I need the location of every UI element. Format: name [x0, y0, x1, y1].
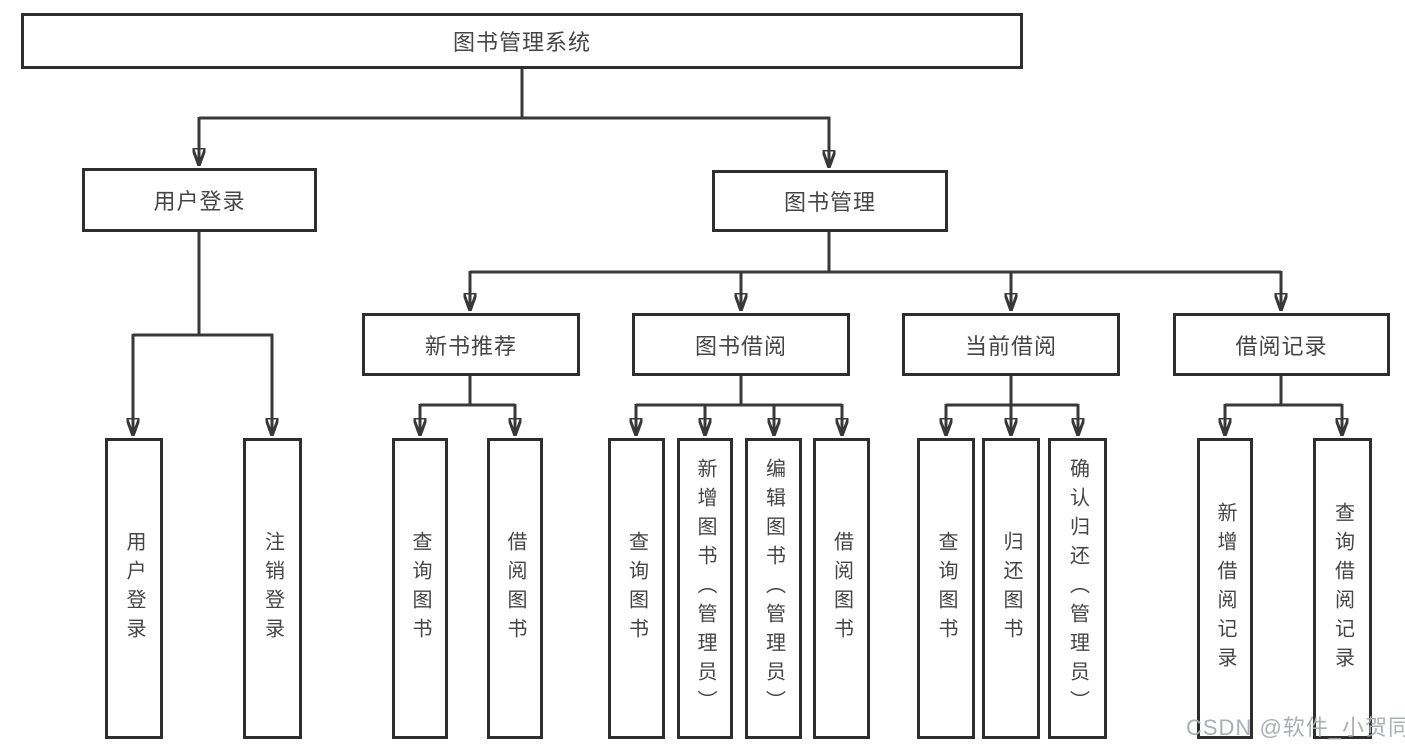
leaf-current-query-books: 查询图书	[917, 438, 975, 739]
connector-group	[133, 69, 1342, 433]
leaf-logout: 注销登录	[243, 438, 302, 739]
leaf-records-query-record: 查询借阅记录	[1313, 438, 1372, 739]
leaf-current-return-books: 归还图书	[982, 438, 1040, 739]
leaf-borrow-borrow-books: 借阅图书	[813, 438, 870, 739]
leaf-borrow-add-books-admin: 新增图书（管理员）	[677, 438, 733, 739]
node-user-login: 用户登录	[82, 168, 317, 232]
node-book-borrow: 图书借阅	[632, 313, 850, 376]
leaf-records-add-record: 新增借阅记录	[1197, 438, 1253, 739]
leaf-borrow-edit-books-admin: 编辑图书（管理员）	[745, 438, 802, 739]
leaf-borrow-query-books: 查询图书	[608, 438, 665, 739]
node-root: 图书管理系统	[21, 13, 1023, 69]
leaf-recommend-borrow-books: 借阅图书	[487, 438, 543, 739]
node-current-borrow: 当前借阅	[902, 313, 1120, 376]
node-borrow-records: 借阅记录	[1173, 313, 1390, 376]
leaf-user-login: 用户登录	[105, 438, 163, 739]
leaf-recommend-query-books: 查询图书	[392, 438, 448, 739]
leaf-current-confirm-return-admin: 确认归还（管理员）	[1048, 438, 1107, 739]
node-new-book-recommend: 新书推荐	[362, 313, 580, 376]
node-book-management: 图书管理	[712, 170, 948, 232]
